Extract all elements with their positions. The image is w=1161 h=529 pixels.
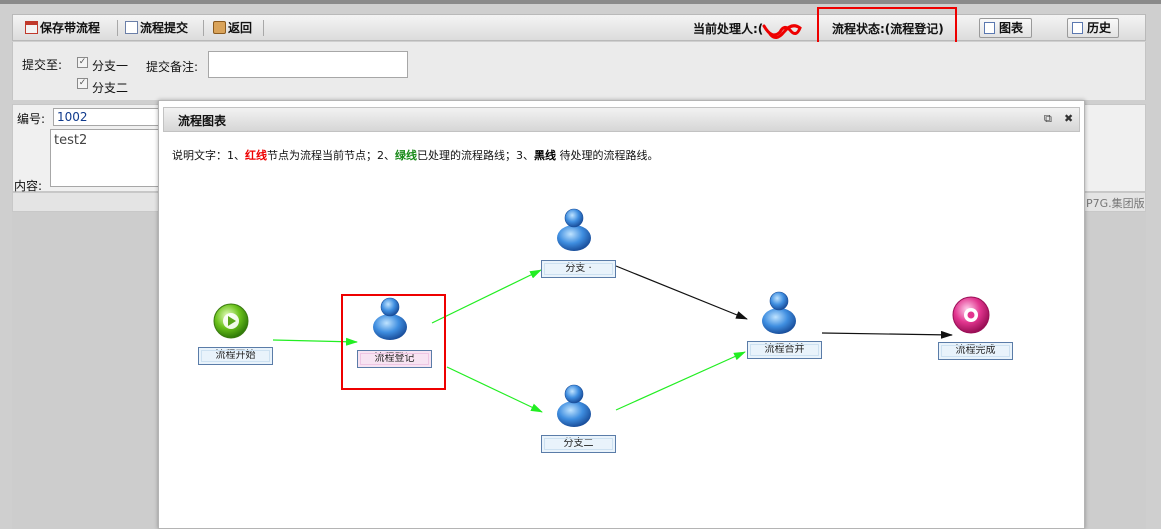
history-button[interactable]: 历史 (1067, 18, 1119, 38)
node-branch1[interactable]: 分支 · (541, 260, 616, 278)
save-icon (25, 21, 38, 34)
node-end[interactable]: 流程完成 (938, 342, 1013, 360)
flow-submit-label: 流程提交 (140, 21, 189, 35)
start-icon[interactable] (213, 303, 249, 339)
flow-status-label: 流程状态:(流程登记) (832, 22, 944, 36)
number-input[interactable]: 1002 (53, 108, 163, 126)
content-label: 内容: (14, 179, 43, 193)
submit-icon (125, 21, 138, 34)
current-node-highlight (341, 294, 446, 390)
end-icon[interactable] (952, 296, 990, 334)
content-textarea[interactable]: test2 (50, 129, 163, 187)
node-register[interactable]: 流程登记 (357, 350, 432, 368)
save-with-flow-button[interactable]: 保存带流程 (25, 20, 100, 36)
flow-diagram (213, 208, 990, 427)
dialog-title: 流程图表 (178, 114, 227, 128)
legend-mid2: 已处理的流程路线；3、 (417, 149, 534, 162)
toolbar-separator (203, 20, 204, 36)
toolbar-separator (117, 20, 118, 36)
close-icon[interactable]: ✖ (1064, 112, 1074, 125)
user-icon[interactable] (557, 208, 591, 251)
legend-red-line: 红线 (245, 149, 267, 162)
save-with-flow-label: 保存带流程 (40, 21, 101, 35)
edge-register-branch1 (431, 269, 542, 324)
edge-branch2-merge (615, 351, 746, 411)
user-icon[interactable] (762, 291, 796, 334)
legend-mid1: 节点为流程当前节点；2、 (267, 149, 395, 162)
redaction-scribble (762, 24, 802, 39)
toolbar-separator (263, 20, 264, 36)
branch2-label: 分支二 (92, 81, 129, 95)
flow-submit-button[interactable]: 流程提交 (125, 20, 188, 36)
flow-chart-dialog: 流程图表 ⧉ ✖ 说明文字：1、红线节点为流程当前节点；2、绿线已处理的流程路线… (158, 100, 1085, 529)
legend-green-line: 绿线 (395, 149, 417, 162)
edge-branch1-merge (615, 265, 748, 320)
node-merge[interactable]: 流程合并 (747, 341, 822, 359)
branch1-checkbox[interactable]: ✓ (77, 57, 88, 68)
toolbar: 保存带流程 流程提交 返回 当前处理人:( (12, 14, 1146, 41)
back-label: 返回 (228, 21, 253, 35)
submit-note-label: 提交备注: (146, 60, 199, 74)
edition-text: P7G.集团版 (1086, 197, 1145, 210)
edge-register-branch2 (446, 366, 543, 413)
submit-note-textarea[interactable] (208, 51, 408, 78)
branch1-label: 分支一 (92, 59, 129, 73)
chart-button[interactable]: 图表 (979, 18, 1032, 38)
popout-icon[interactable]: ⧉ (1044, 112, 1052, 125)
user-icon[interactable] (373, 297, 407, 340)
node-branch2[interactable]: 分支二 (541, 435, 616, 453)
legend-text: 说明文字：1、红线节点为流程当前节点；2、绿线已处理的流程路线；3、黑线 待处理… (172, 147, 659, 163)
branch2-checkbox[interactable]: ✓ (77, 78, 88, 89)
edge-merge-end (821, 330, 953, 339)
user-icon[interactable] (557, 384, 591, 427)
number-label: 编号: (17, 112, 46, 126)
legend-suffix: 待处理的流程路线。 (556, 149, 659, 162)
back-icon (213, 21, 226, 34)
history-icon (1072, 22, 1083, 34)
history-label: 历史 (1087, 21, 1112, 35)
submit-to-label: 提交至: (22, 58, 63, 72)
chart-icon (984, 22, 995, 34)
back-button[interactable]: 返回 (213, 20, 252, 36)
edge-start-register (272, 337, 358, 346)
legend-prefix: 说明文字：1、 (172, 149, 245, 162)
top-border (0, 0, 1161, 4)
submit-panel (12, 42, 1146, 100)
node-start[interactable]: 流程开始 (198, 347, 273, 365)
dialog-header: 流程图表 ⧉ ✖ (163, 107, 1080, 132)
chart-label: 图表 (999, 21, 1024, 35)
legend-black-line: 黑线 (534, 149, 556, 162)
current-handler-label: 当前处理人:( (693, 22, 764, 36)
